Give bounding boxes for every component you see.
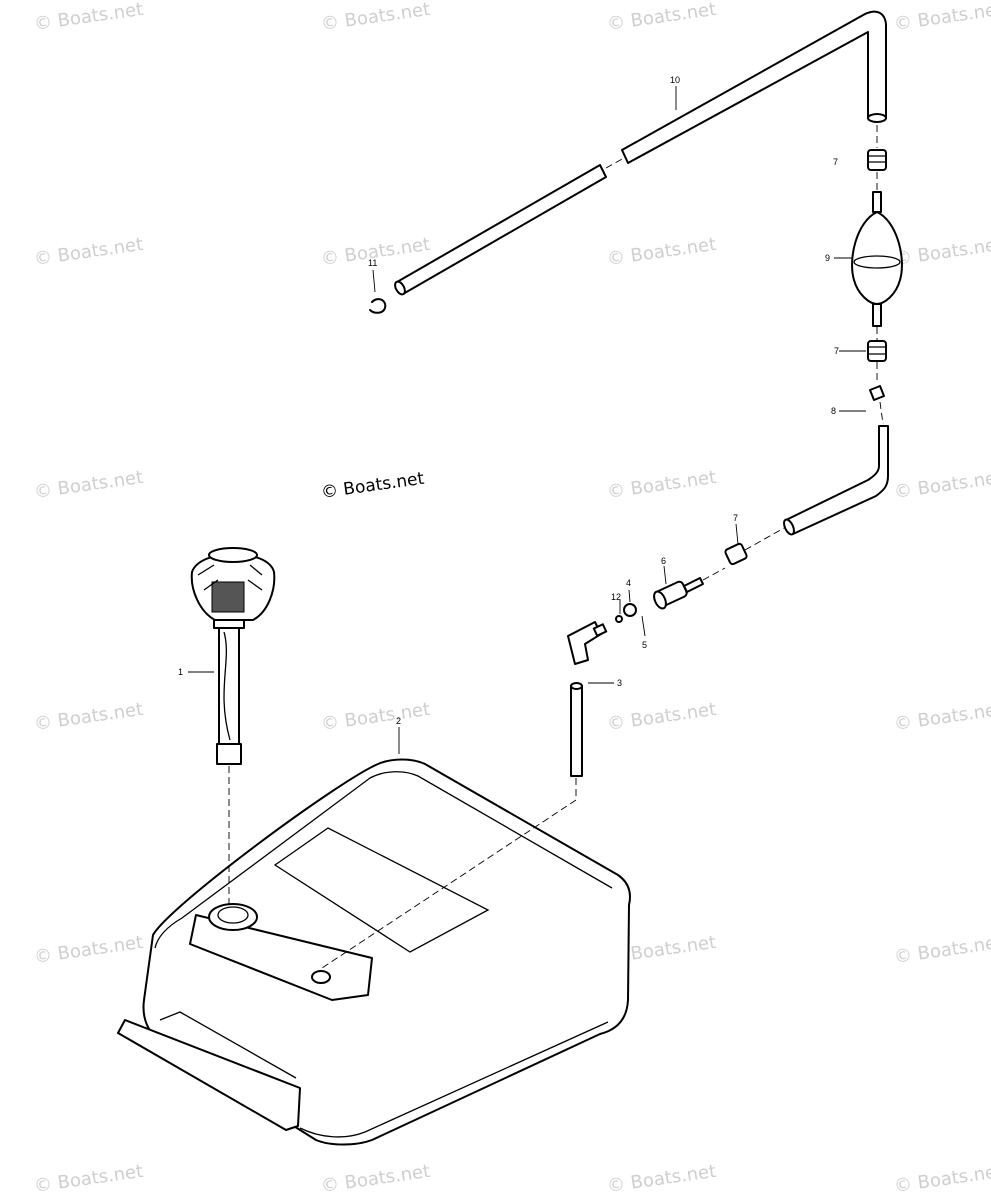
hose-clamp-mid (867, 340, 887, 362)
pickup-tube (570, 682, 583, 777)
callout-4: 4 (626, 578, 631, 588)
callout-labels: 1 2 3 4 5 6 7 7 7 8 9 10 11 12 (178, 75, 839, 726)
watermark: © Boats.net (606, 0, 718, 35)
callout-9: 9 (825, 253, 830, 263)
o-ring (623, 603, 637, 617)
watermark: © Boats.net (33, 1161, 145, 1197)
watermark: © Boats.net (893, 1161, 991, 1197)
hose-clip (369, 298, 387, 314)
callout-7: 7 (833, 157, 838, 167)
callout-1: 1 (178, 667, 183, 677)
watermark: © Boats.net (893, 467, 991, 503)
callout-11: 11 (368, 258, 377, 268)
watermark: © Boats.net (893, 932, 991, 968)
fuel-hose-upper (394, 10, 887, 296)
watermark: © Boats.net (320, 699, 432, 735)
leader-lines (188, 86, 866, 754)
callout-10: 10 (670, 75, 680, 85)
fuel-tank (117, 758, 631, 1146)
watermark: © Boats.net (893, 699, 991, 735)
fuel-hose-lower (783, 385, 889, 536)
watermark: © Boats.net (33, 932, 145, 968)
watermark: © Boats.net (320, 1161, 432, 1197)
watermark: © Boats.net (33, 0, 145, 35)
hose-clamp-lower (724, 542, 748, 566)
fuel-gauge (190, 547, 276, 765)
primer-bulb (851, 191, 903, 327)
watermark: © Boats.net (33, 467, 145, 503)
callout-3: 3 (617, 678, 622, 688)
callout-7: 7 (834, 346, 839, 356)
watermark: © Boats.net (893, 0, 991, 35)
callout-12: 12 (611, 592, 621, 602)
watermark: © Boats.net (606, 467, 718, 503)
watermark: © Boats.net (606, 1161, 718, 1197)
assembly-lines (228, 125, 884, 969)
callout-7: 7 (733, 513, 738, 523)
elbow-fitting (567, 621, 608, 665)
washer (615, 615, 623, 623)
watermark: © Boats.net (606, 699, 718, 735)
callout-2: 2 (396, 716, 401, 726)
hose-clamp-upper (867, 149, 887, 171)
fuel-connector (653, 577, 704, 610)
watermark: © Boats.net (606, 234, 718, 270)
callout-6: 6 (661, 556, 666, 566)
callout-5: 5 (642, 640, 647, 650)
watermark: © Boats.net (33, 234, 145, 270)
watermark: © Boats.net (33, 699, 145, 735)
watermark: © Boats.net (893, 234, 991, 270)
copyright-text: © Boats.net (320, 469, 426, 503)
callout-8: 8 (831, 406, 836, 416)
watermark: © Boats.net (320, 0, 432, 35)
